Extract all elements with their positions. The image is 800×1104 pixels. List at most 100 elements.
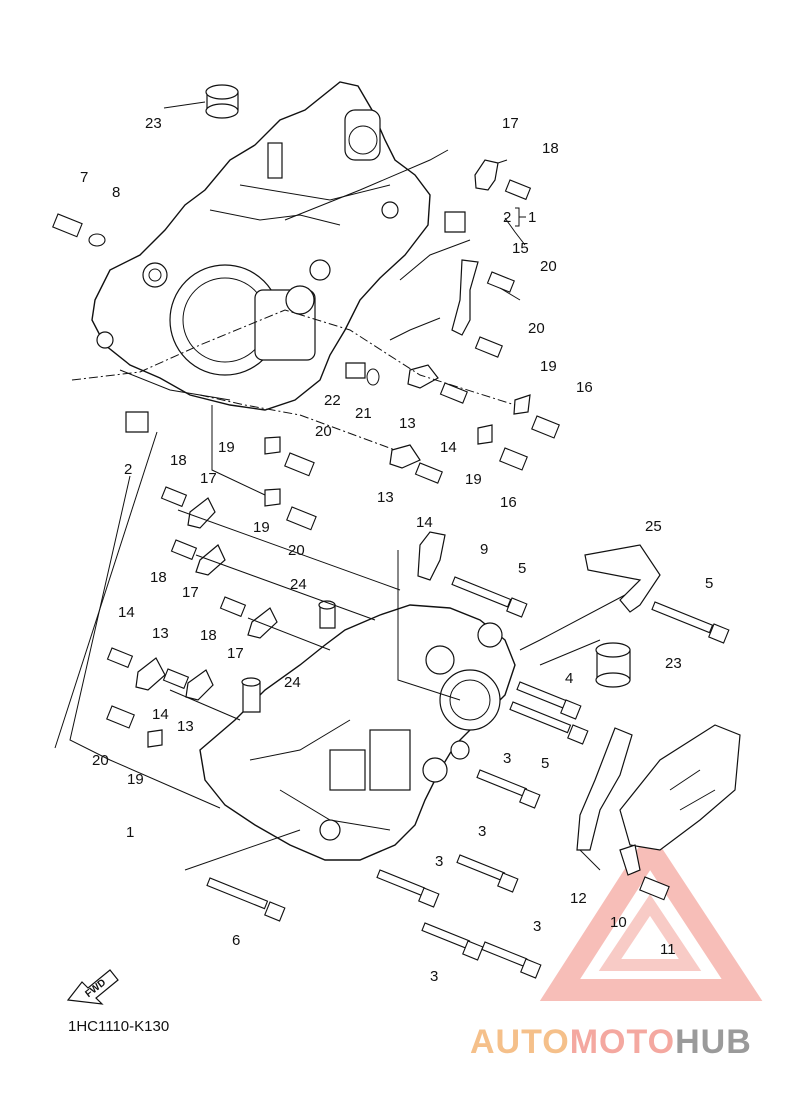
bracket-17d xyxy=(247,607,278,639)
callout-8: 8 xyxy=(112,184,120,201)
callout-17: 17 xyxy=(200,470,217,487)
sprocket-cover xyxy=(619,724,741,851)
dowel-sleeve-23b xyxy=(595,642,631,688)
callout-19: 19 xyxy=(253,519,270,536)
watermark-triangle xyxy=(539,829,763,1001)
bracket-19b xyxy=(477,424,493,445)
callout-18: 18 xyxy=(200,627,217,644)
bolt-3b xyxy=(456,854,519,893)
dowel-2b xyxy=(125,411,149,433)
callout-3: 3 xyxy=(478,823,486,840)
watermark-text: AUTOMOTOHUB xyxy=(470,1023,752,1061)
crankcase-left xyxy=(199,604,516,861)
bolt-7 xyxy=(52,213,83,238)
bolt-14c xyxy=(106,647,134,669)
callout-1-ref: 1 xyxy=(528,209,536,226)
plate-10 xyxy=(619,844,641,876)
brackets xyxy=(125,159,741,876)
bolt-5b xyxy=(651,601,730,644)
bolt-16b xyxy=(499,447,528,471)
bolt-18b xyxy=(160,486,188,508)
callout-14: 14 xyxy=(440,439,457,456)
dowel-sleeve-23 xyxy=(205,84,239,119)
chain-guide-12 xyxy=(576,727,633,851)
callout-20: 20 xyxy=(315,423,332,440)
o-ring-21 xyxy=(366,368,380,386)
callout-17: 17 xyxy=(227,645,244,662)
callout-3: 3 xyxy=(533,918,541,935)
watermark-logo xyxy=(539,829,763,1001)
callout-3: 3 xyxy=(503,750,511,767)
bolt-5a xyxy=(451,576,528,618)
callout-13: 13 xyxy=(152,625,169,642)
watermark-moto: MOTO xyxy=(570,1023,675,1061)
dowel-22 xyxy=(345,362,366,379)
callout-18: 18 xyxy=(150,569,167,586)
bracket-13d xyxy=(185,669,214,701)
callout-4: 4 xyxy=(565,670,573,687)
bolt-14d xyxy=(162,668,190,690)
callout-19: 19 xyxy=(218,439,235,456)
callout-20: 20 xyxy=(540,258,557,275)
callout-24: 24 xyxy=(284,674,301,691)
bracket-19a xyxy=(513,394,531,415)
callout-5: 5 xyxy=(518,560,526,577)
bolt-3a xyxy=(476,769,541,809)
callout-3: 3 xyxy=(435,853,443,870)
callout-22: 22 xyxy=(324,392,341,409)
callout-17: 17 xyxy=(182,584,199,601)
callout-16: 16 xyxy=(500,494,517,511)
bracket-17a xyxy=(474,159,499,191)
bolt-3d xyxy=(421,922,484,961)
callout-2: 2 xyxy=(124,461,132,478)
bolt-14a xyxy=(439,382,468,404)
callout-19: 19 xyxy=(540,358,557,375)
callout-14: 14 xyxy=(118,604,135,621)
callout-20: 20 xyxy=(528,320,545,337)
callout-19: 19 xyxy=(465,471,482,488)
bolt-4 xyxy=(516,681,582,720)
reference-code: 1HC1110-K130 xyxy=(68,1018,169,1035)
bolt-20d xyxy=(286,506,317,531)
callout-13: 13 xyxy=(399,415,416,432)
bracket-13a xyxy=(407,364,439,389)
bolt-3c xyxy=(376,869,440,908)
bracket-19d xyxy=(264,488,281,507)
bolt-20b xyxy=(474,336,503,358)
callout-20: 20 xyxy=(92,752,109,769)
callout-12: 12 xyxy=(570,890,587,907)
watermark-hub: HUB xyxy=(675,1023,752,1061)
callout-9: 9 xyxy=(480,541,488,558)
bolt-5c xyxy=(509,701,589,745)
bolt-18c xyxy=(170,539,198,561)
callouts: 23 17 18 2 1 7 8 15 20 20 19 16 22 21 13… xyxy=(80,115,713,985)
callout-17: 17 xyxy=(502,115,519,132)
callout-5: 5 xyxy=(705,575,713,592)
callout-13: 13 xyxy=(177,718,194,735)
callout-11: 11 xyxy=(660,941,676,958)
callout-20: 20 xyxy=(288,542,305,559)
bolt-18a xyxy=(504,179,532,201)
callout-23: 23 xyxy=(145,115,162,132)
callout-7: 7 xyxy=(80,169,88,186)
bracket-13b xyxy=(389,444,421,469)
callout-5: 5 xyxy=(541,755,549,772)
bolt-20a xyxy=(486,271,515,293)
crankcase-right xyxy=(91,81,431,411)
callout-2-ref: 2 xyxy=(503,209,511,226)
bolt-20c xyxy=(284,452,315,477)
callout-14: 14 xyxy=(416,514,433,531)
callout-14: 14 xyxy=(152,706,169,723)
bracket-17b xyxy=(187,497,216,529)
bolt-6 xyxy=(206,877,286,922)
bolt-20e xyxy=(106,705,135,729)
washer-8 xyxy=(88,233,106,247)
callout-19: 19 xyxy=(127,771,144,788)
bracket-9 xyxy=(417,531,446,581)
leader-lines xyxy=(54,101,626,871)
bolt-16a xyxy=(531,415,560,439)
bolt-11 xyxy=(639,876,670,901)
bolt-14b xyxy=(414,462,443,484)
guide-25 xyxy=(584,544,661,613)
